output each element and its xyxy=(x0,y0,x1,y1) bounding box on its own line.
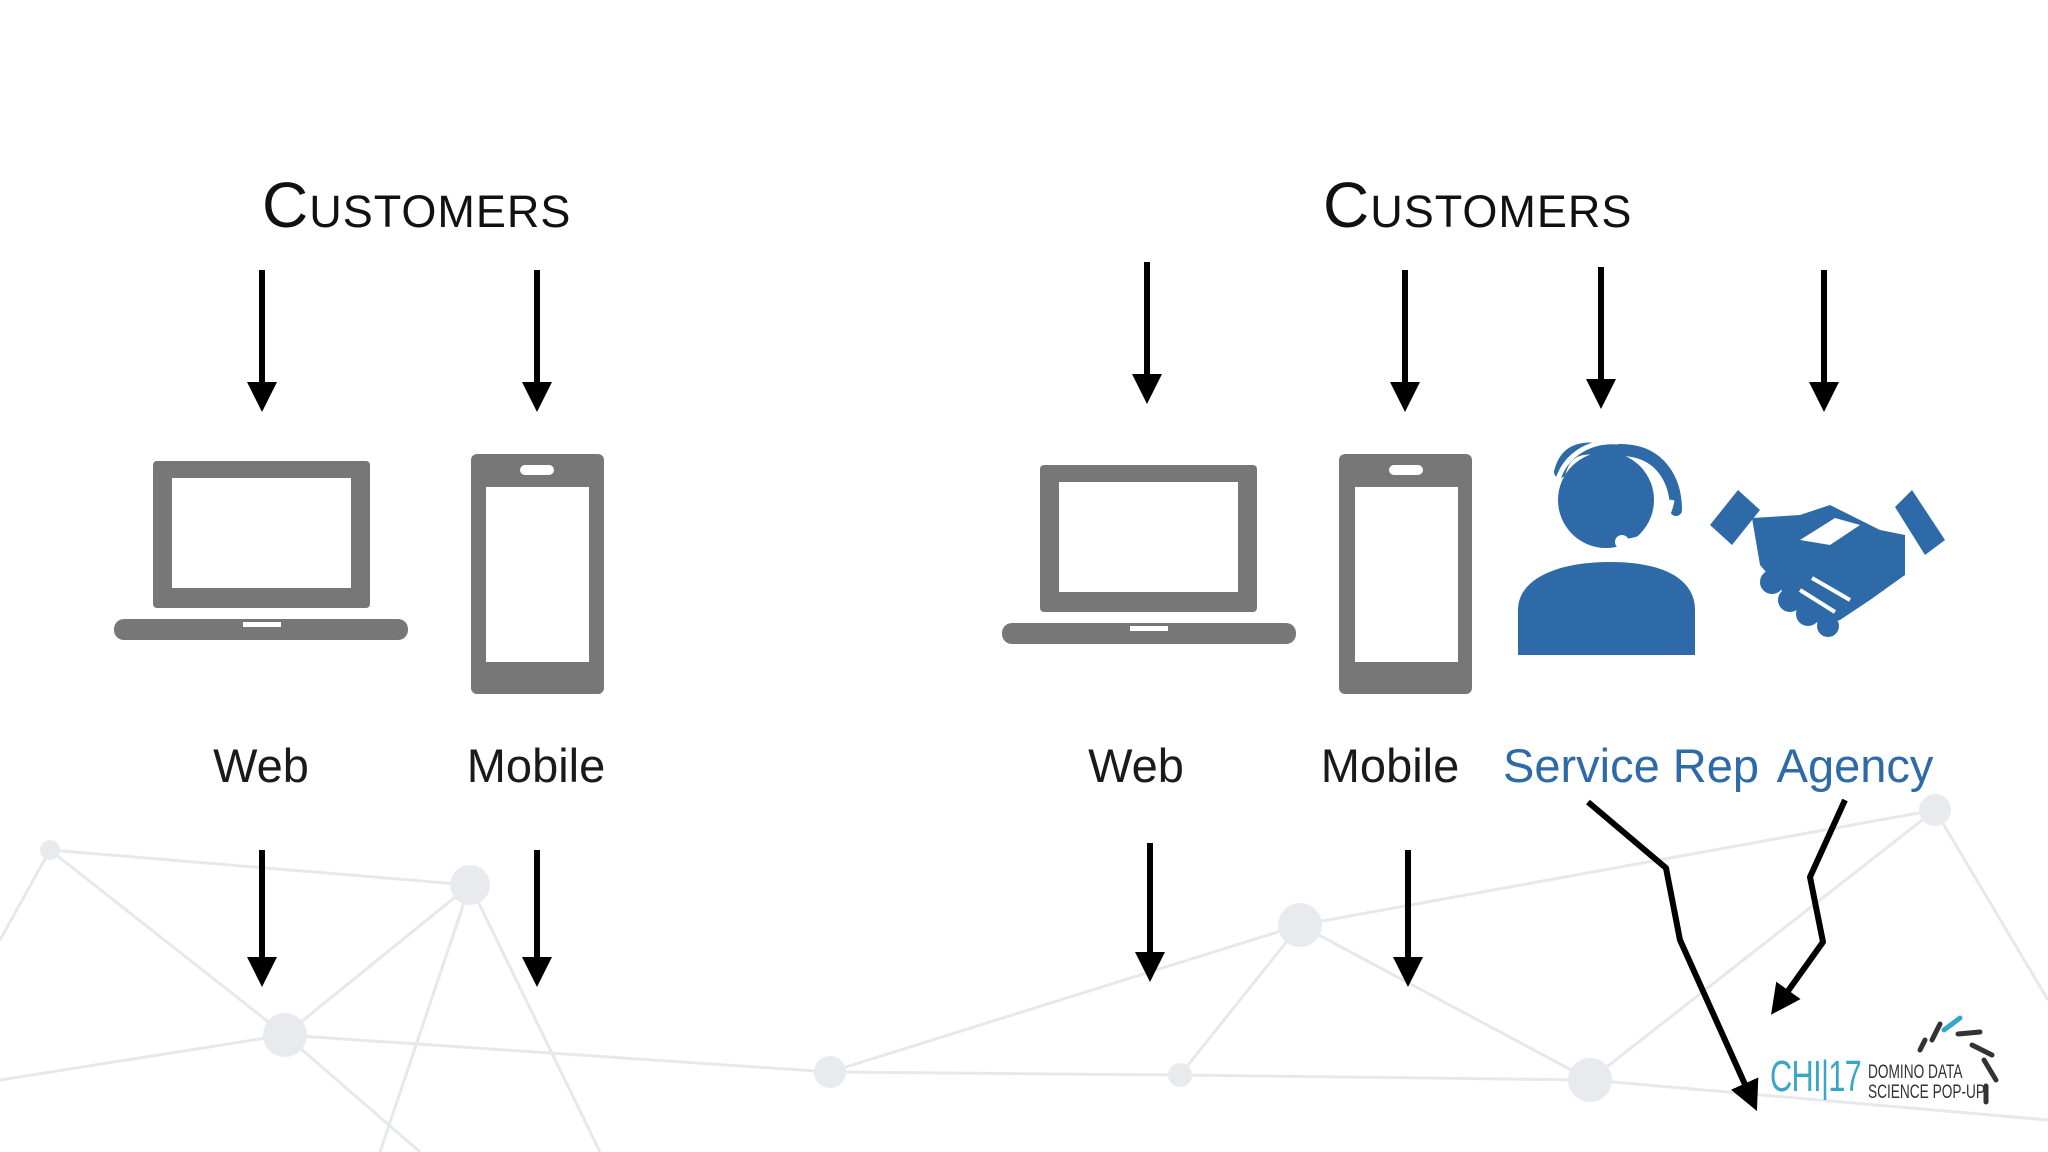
right-customers-title: Customers xyxy=(1323,169,1633,241)
headset-person-icon xyxy=(1518,439,1695,655)
handshake-icon xyxy=(1710,490,1945,637)
phone-icon xyxy=(471,454,604,694)
logo-line-1: DOMINO DATA xyxy=(1868,1062,1963,1083)
left-label-mobile: Mobile xyxy=(466,739,606,792)
arrow-service-rep-path xyxy=(1586,799,1759,1111)
left-customers-title: Customers xyxy=(262,169,572,241)
laptop-icon xyxy=(114,461,408,640)
right-label-mobile: Mobile xyxy=(1320,739,1460,792)
chi17-logo-text: CHI|17 xyxy=(1770,1052,1862,1101)
right-label-web: Web xyxy=(1088,739,1184,792)
right-label-agency: Agency xyxy=(1776,739,1934,792)
arrow-agency-path xyxy=(1771,798,1848,1015)
chi-logo-mark xyxy=(1917,1015,1999,1105)
right-label-service-rep: Service Rep xyxy=(1503,739,1759,792)
left-label-web: Web xyxy=(213,739,309,792)
phone-icon xyxy=(1339,454,1472,694)
laptop-icon xyxy=(1002,465,1296,644)
logo-line-2: SCIENCE POP-UP xyxy=(1868,1082,1986,1103)
